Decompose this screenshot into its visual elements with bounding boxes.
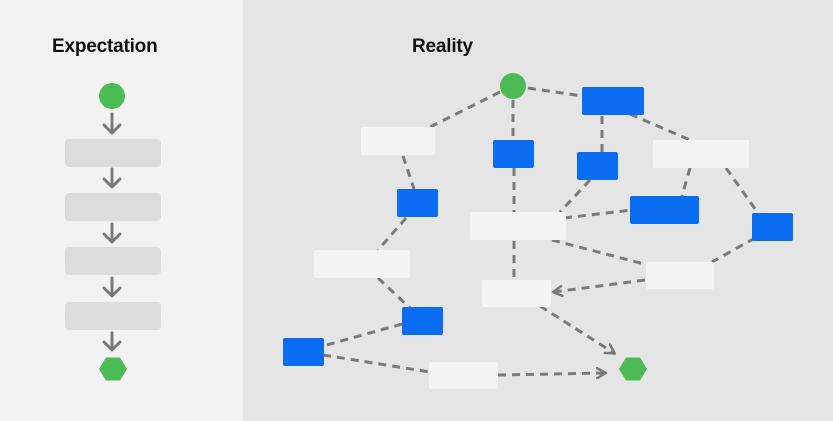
connector [563,208,633,220]
start-circle [500,73,526,99]
expectation-step-box [65,247,161,275]
blue-node [283,338,324,366]
reality-panel [243,0,833,421]
expectation-step-box [65,302,161,330]
expectation-arrow [102,167,122,189]
reality-title: Reality [412,36,473,57]
end-hexagon [619,357,647,381]
blue-node [582,87,644,115]
expectation-flow [65,83,161,381]
light-node [429,362,498,389]
blue-node [630,196,699,224]
connector [376,217,408,251]
connector-arrow [554,278,646,292]
light-node [653,140,749,168]
expectation-arrow [102,276,122,298]
expectation-arrow [102,112,122,135]
start-circle [99,83,125,109]
reality-connectors [322,86,760,375]
connector [629,112,691,142]
connector [724,167,760,214]
blue-node [577,152,618,180]
connector [401,155,416,190]
expectation-title: Expectation [52,36,158,57]
reality-nodes [283,73,793,389]
connector [527,86,583,98]
connector [711,236,756,264]
expectation-step-box [65,193,161,221]
connector [551,238,649,267]
light-node [482,280,551,307]
connector-arrow [497,373,605,375]
expectation-step-box [65,139,161,167]
connector-arrow [539,304,614,353]
light-node [314,250,410,278]
connector [427,90,501,130]
blue-node [752,213,793,241]
light-node [361,127,435,155]
connector [322,322,403,348]
blue-node [402,307,443,335]
light-node [470,212,566,240]
connector [558,178,592,214]
expectation-arrow [102,222,122,244]
connector [680,167,692,197]
connector [322,353,431,374]
light-node [646,262,714,289]
blue-node [493,140,534,168]
end-hexagon [99,357,127,381]
blue-node [397,189,438,217]
connector [376,276,412,310]
expectation-arrow [102,331,122,352]
